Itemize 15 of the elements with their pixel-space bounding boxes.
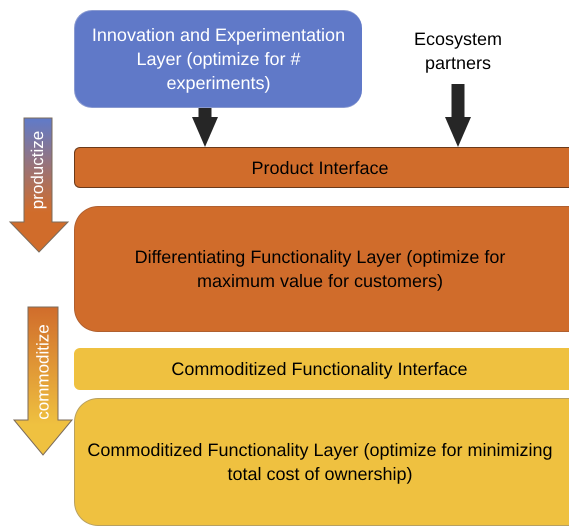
- arrow: [445, 84, 471, 147]
- layer-label: Differentiating Functionality Layer (optimize for maximum value for customers): [134, 246, 506, 293]
- arrow: [192, 108, 218, 147]
- layer-label: Innovation and Experimentation Layer (optimize for # experiments): [90, 24, 346, 95]
- interface-bar: [74, 348, 569, 390]
- layer-box: [74, 206, 569, 332]
- layer-label: Commoditized Functionality Layer (optimize for minimizing total cost of ownership): [86, 439, 554, 486]
- layer-label: Product Interface: [251, 156, 389, 180]
- direction-label: commoditize: [33, 324, 54, 420]
- direction-label: productize: [28, 130, 48, 210]
- layer-label: Commoditized Functionality Interface: [171, 358, 468, 381]
- layer-box: [74, 398, 569, 526]
- interface-bar: [74, 147, 569, 188]
- layer-box: [74, 10, 362, 108]
- partner-label: Ecosystem partners: [412, 28, 504, 75]
